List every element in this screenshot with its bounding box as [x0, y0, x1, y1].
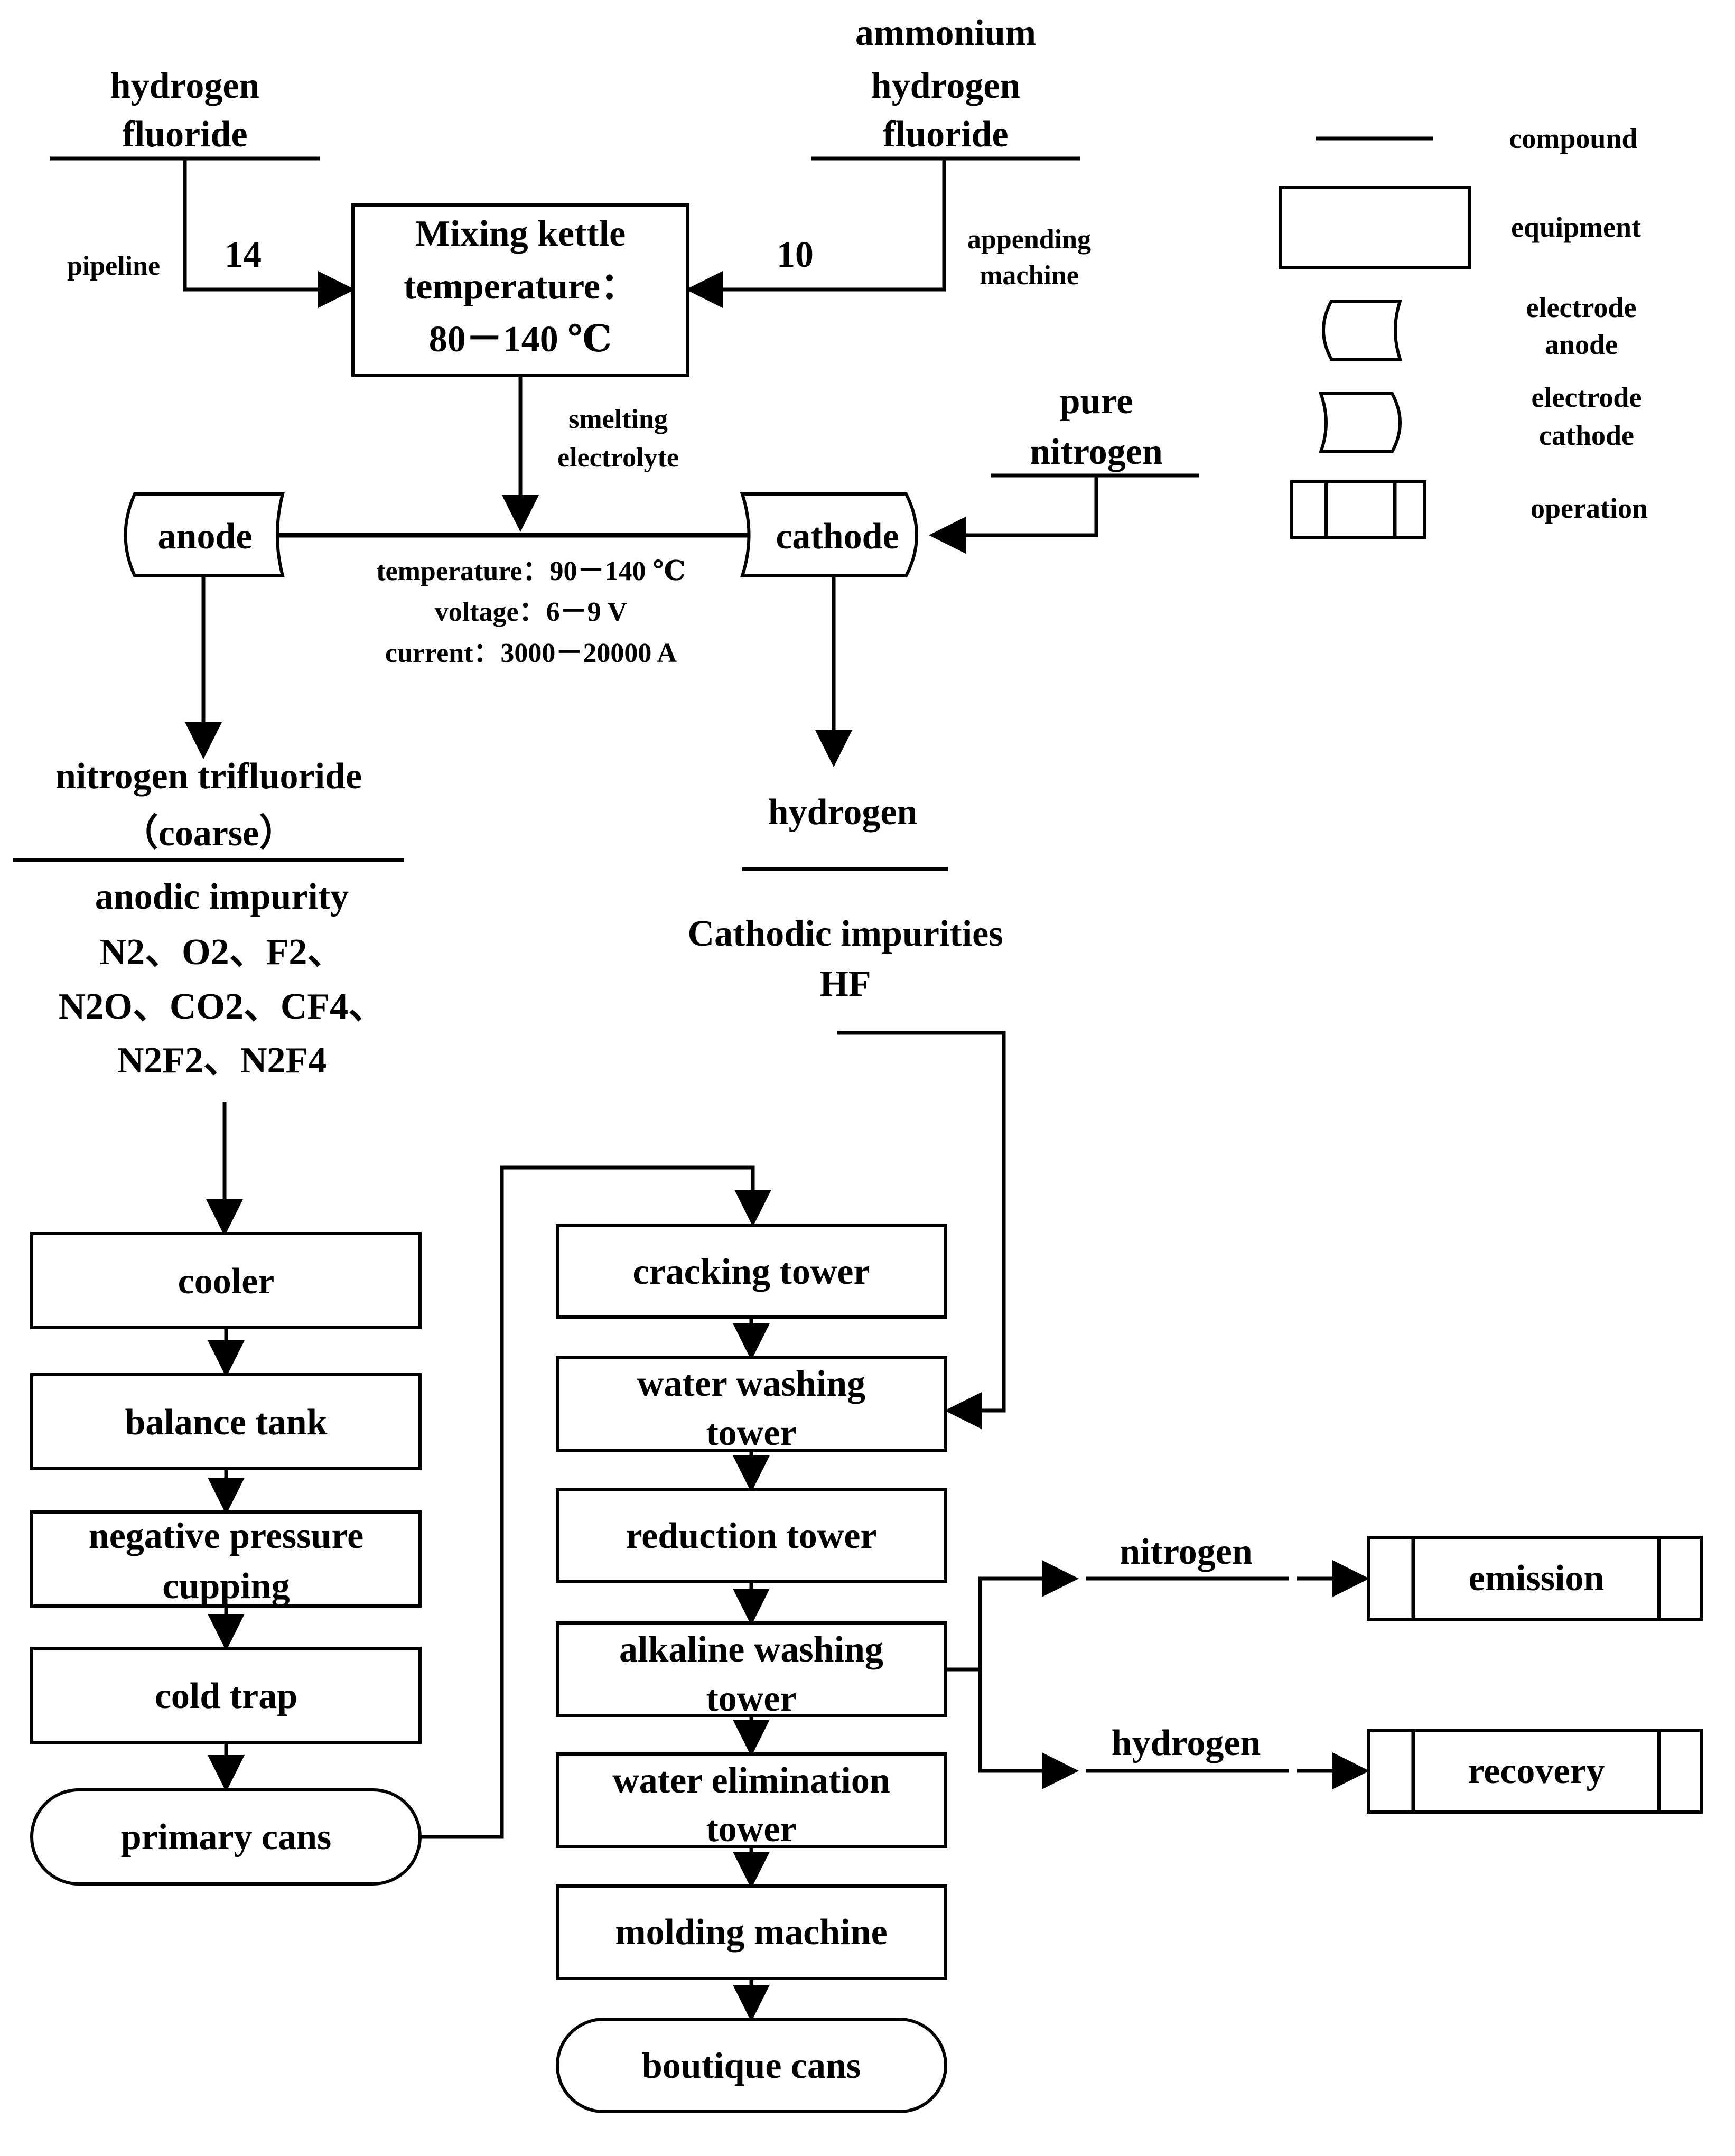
- mixing-kettle-line2: temperature：: [404, 266, 637, 307]
- nitrogen-to-cathode-arrow: [929, 475, 1098, 554]
- ahf-transport-line2: machine: [980, 260, 1079, 291]
- ahf-label-line1: ammonium: [855, 13, 1036, 53]
- recovery-operation: recovery: [1367, 1729, 1703, 1814]
- mixing-kettle-box: Mixing kettle temperature： 80－140 ℃: [351, 203, 689, 377]
- cooler-box: cooler: [30, 1232, 422, 1329]
- water-washing-line1: water washing: [637, 1364, 865, 1404]
- pure-nitrogen-input: pure nitrogen: [991, 381, 1199, 478]
- cathode-hydrogen-label: hydrogen: [768, 792, 918, 833]
- negative-pressure-line1: negative pressure: [89, 1516, 363, 1556]
- hf-label-line1: hydrogen: [110, 66, 260, 106]
- legend-operation-symbol: [1290, 480, 1426, 539]
- cold-trap-label: cold trap: [155, 1676, 297, 1716]
- hydrogen-compound: hydrogen: [742, 792, 948, 871]
- legend-equipment-symbol: [1279, 186, 1471, 269]
- cathode-label: cathode: [776, 516, 899, 557]
- anodic-impurity-line3: N2F2、N2F4: [117, 1040, 327, 1081]
- ahf-ratio-label: 10: [777, 235, 814, 275]
- branch-hydrogen-label: hydrogen: [1112, 1723, 1261, 1763]
- mixing-kettle-line1: Mixing kettle: [415, 213, 626, 254]
- ahf-transport-line1: appending: [967, 225, 1091, 255]
- legend-operation-label: operation: [1531, 492, 1648, 524]
- alkaline-washing-line2: tower: [706, 1678, 796, 1719]
- boutique-cans-terminal: boutique cans: [556, 2018, 947, 2113]
- alkaline-to-nitrogen-arrow: [946, 1560, 1079, 1672]
- hf-ratio-label: 14: [225, 235, 262, 275]
- hf-to-water-washing-arrow: [837, 1031, 1006, 1429]
- hf-label-line2: fluoride: [122, 114, 247, 155]
- alkaline-washing-line1: alkaline washing: [619, 1629, 883, 1670]
- anodic-impurity-title: anodic impurity: [95, 876, 349, 917]
- anode-label: anode: [158, 516, 253, 557]
- water-elimination-tower-box: water elimination tower: [556, 1752, 947, 1850]
- legend: compound equipment electrode anode elect…: [1279, 123, 1648, 539]
- nitrogen-branch-compound: nitrogen: [1086, 1532, 1289, 1581]
- water-washing-line2: tower: [706, 1413, 796, 1453]
- cracking-tower-label: cracking tower: [632, 1252, 870, 1292]
- primary-cans-terminal: primary cans: [30, 1788, 422, 1886]
- emission-operation: emission: [1367, 1536, 1703, 1621]
- alkaline-washing-tower-box: alkaline washing tower: [556, 1621, 947, 1719]
- ahf-to-kettle-arrow: [686, 158, 946, 308]
- reduction-tower-box: reduction tower: [556, 1488, 947, 1583]
- alkaline-to-hydrogen-arrow: [978, 1669, 1079, 1789]
- legend-equipment-label: equipment: [1511, 211, 1641, 243]
- ahf-label-line3: fluoride: [883, 114, 1008, 155]
- molding-machine-label: molding machine: [615, 1912, 887, 1953]
- electrolysis-current: current：3000－20000 A: [385, 638, 677, 668]
- electrolysis-voltage: voltage：6－9 V: [435, 597, 627, 627]
- legend-compound-label: compound: [1509, 123, 1637, 154]
- electrolyte-label-line2: electrolyte: [557, 443, 679, 473]
- molding-machine-box: molding machine: [556, 1884, 947, 1980]
- water-washing-tower-box: water washing tower: [556, 1356, 947, 1453]
- cathode-electrode: cathode: [740, 492, 918, 577]
- boutique-cans-label: boutique cans: [642, 2046, 861, 2086]
- hf-to-kettle-arrow: [183, 158, 355, 308]
- primary-cans-label: primary cans: [121, 1817, 332, 1858]
- nitrogen-trifluoride-compound: nitrogen trifluoride （coarse）: [13, 756, 404, 862]
- cracking-tower-box: cracking tower: [556, 1224, 947, 1319]
- branch-nitrogen-label: nitrogen: [1120, 1532, 1253, 1572]
- water-elimination-line1: water elimination: [612, 1760, 890, 1801]
- electrolyte-label-line1: smelting: [568, 404, 668, 434]
- reduction-tower-label: reduction tower: [626, 1516, 877, 1556]
- ahf-label-line2: hydrogen: [871, 66, 1021, 106]
- anodic-impurity-text: anodic impurity N2、O2、F2、 N2O、CO2、CF4、 N…: [59, 876, 385, 1081]
- cathodic-impurity-title: Cathodic impurities: [688, 913, 1003, 954]
- legend-anode-symbol: [1322, 300, 1403, 361]
- water-elimination-line2: tower: [706, 1809, 796, 1850]
- nf3-line1: nitrogen trifluoride: [55, 756, 362, 797]
- balance-tank-label: balance tank: [125, 1402, 327, 1443]
- negative-pressure-line2: cupping: [162, 1566, 290, 1607]
- hf-transport-label: pipeline: [67, 251, 160, 281]
- negative-pressure-cupping-box: negative pressure cupping: [30, 1510, 422, 1608]
- legend-cathode-symbol: [1318, 392, 1402, 453]
- ammonium-hydrogen-fluoride-input: ammonium hydrogen fluoride: [811, 13, 1080, 161]
- primary-to-cracking-arrow: [420, 1165, 771, 1839]
- legend-anode-line1: electrode: [1526, 292, 1637, 323]
- anodic-impurity-line2: N2O、CO2、CF4、: [59, 986, 385, 1027]
- hydrogen-branch-compound: hydrogen: [1086, 1723, 1289, 1773]
- recovery-label: recovery: [1468, 1751, 1605, 1791]
- balance-tank-box: balance tank: [30, 1373, 422, 1470]
- anode-electrode: anode: [124, 492, 285, 577]
- legend-cathode-line2: cathode: [1539, 419, 1634, 451]
- nitrogen-feed-line2: nitrogen: [1030, 432, 1163, 472]
- anodic-impurity-line1: N2、O2、F2、: [100, 932, 344, 973]
- legend-anode-line2: anode: [1545, 329, 1618, 360]
- legend-cathode-line1: electrode: [1532, 381, 1642, 413]
- cold-trap-box: cold trap: [30, 1647, 422, 1744]
- nf3-line2: （coarse）: [122, 813, 296, 854]
- cathodic-impurity-value: HF: [819, 964, 871, 1004]
- hydrogen-fluoride-input: hydrogen fluoride: [50, 66, 320, 161]
- cooler-label: cooler: [178, 1261, 275, 1302]
- emission-label: emission: [1469, 1558, 1605, 1599]
- mixing-kettle-line3: 80－140 ℃: [429, 319, 612, 360]
- nitrogen-feed-line1: pure: [1060, 381, 1133, 422]
- electrolysis-temperature: temperature：90－140 ℃: [376, 556, 686, 586]
